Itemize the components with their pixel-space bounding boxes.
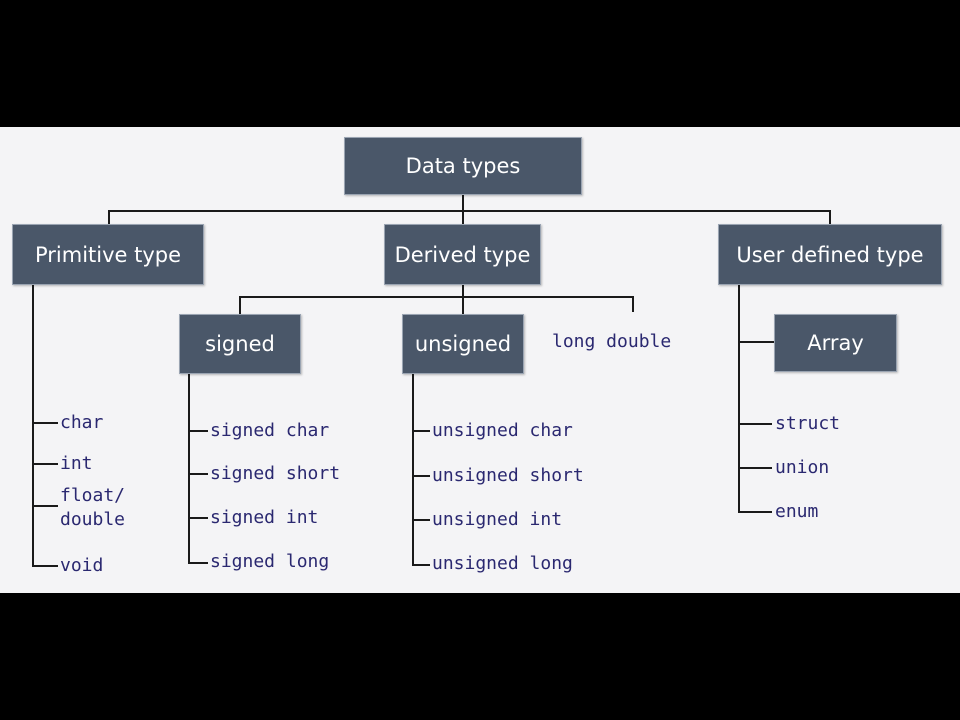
connector: [412, 430, 430, 432]
connector: [239, 296, 634, 298]
connector: [188, 517, 208, 519]
connector: [462, 296, 464, 314]
leaf-char: char: [60, 412, 104, 433]
connector: [108, 210, 831, 212]
signed-box: signed: [179, 314, 301, 374]
connector: [829, 210, 831, 224]
connector: [462, 285, 464, 297]
connector: [738, 467, 772, 469]
leaf-struct: struct: [775, 413, 841, 434]
primitive-type-box: Primitive type: [12, 224, 204, 285]
leaf-float: float/: [60, 485, 126, 506]
connector: [32, 505, 58, 507]
long-double-label: long double: [552, 331, 672, 352]
leaf-signed-short: signed short: [210, 463, 341, 484]
connector: [188, 430, 208, 432]
connector: [188, 562, 208, 564]
leaf-int: int: [60, 453, 93, 474]
unsigned-box: unsigned: [402, 314, 524, 374]
connector: [32, 285, 34, 567]
connector: [412, 475, 430, 477]
connector: [239, 296, 241, 314]
leaf-unsigned-long: unsigned long: [432, 553, 573, 574]
connector: [32, 565, 58, 567]
connector: [412, 374, 414, 566]
user-defined-type-box: User defined type: [718, 224, 942, 285]
leaf-union: union: [775, 457, 830, 478]
leaf-signed-long: signed long: [210, 551, 330, 572]
leaf-unsigned-int: unsigned int: [432, 509, 563, 530]
leaf-unsigned-short: unsigned short: [432, 465, 584, 486]
connector: [738, 341, 774, 343]
connector: [188, 473, 208, 475]
connector: [412, 519, 430, 521]
derived-type-box: Derived type: [384, 224, 541, 285]
connector: [738, 285, 740, 513]
leaf-signed-int: signed int: [210, 507, 319, 528]
connector: [412, 564, 430, 566]
connector: [32, 463, 58, 465]
leaf-enum: enum: [775, 501, 819, 522]
connector: [32, 422, 58, 424]
connector: [738, 423, 772, 425]
leaf-void: void: [60, 555, 104, 576]
leaf-unsigned-char: unsigned char: [432, 420, 573, 441]
root-box: Data types: [344, 137, 582, 195]
connector: [738, 511, 772, 513]
connector: [462, 195, 464, 211]
connector: [632, 296, 634, 312]
array-box: Array: [774, 314, 897, 372]
diagram-canvas: Data types Primitive type Derived type U…: [0, 127, 960, 593]
connector: [108, 210, 110, 224]
leaf-signed-char: signed char: [210, 420, 330, 441]
connector: [188, 374, 190, 564]
leaf-double: double: [60, 509, 126, 530]
connector: [462, 210, 464, 224]
